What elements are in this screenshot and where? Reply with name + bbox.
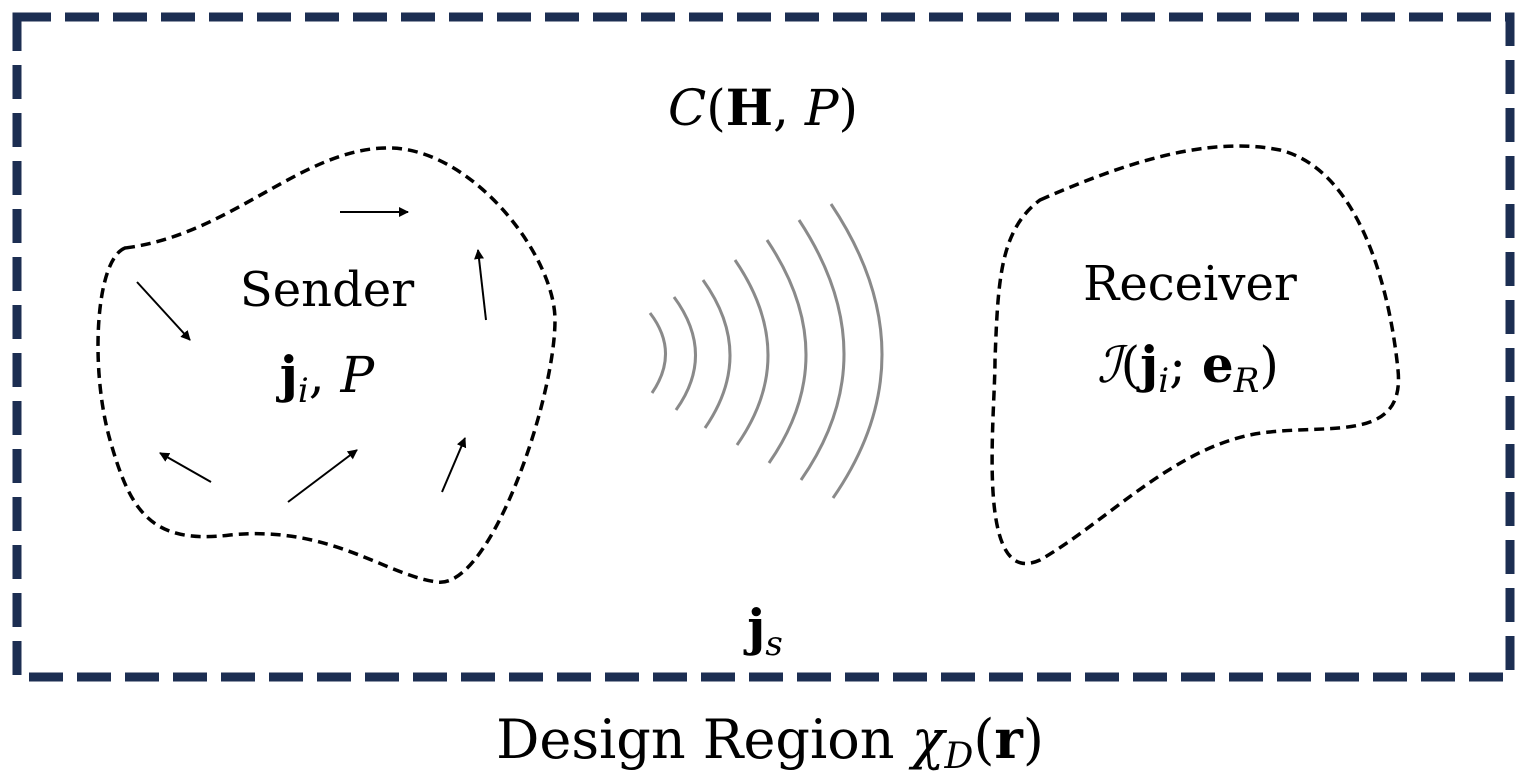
sender-variables: ji, P	[276, 345, 376, 411]
power-symbol: P	[804, 79, 840, 137]
channel-matrix-symbol: H	[726, 78, 773, 137]
arrow-icon	[474, 249, 487, 321]
radiation-waves	[648, 203, 884, 499]
position-vector-symbol: r	[994, 707, 1023, 771]
wave-icon	[829, 203, 884, 499]
sender-title: Sender	[240, 262, 414, 318]
caption-text: Design Region	[496, 708, 912, 771]
current-arrows	[136, 207, 487, 503]
capacity-symbol: C	[668, 79, 706, 137]
paren-open: (	[1121, 336, 1141, 394]
receiver-field-symbol: e	[1202, 335, 1234, 394]
source-current-symbol: j	[276, 345, 298, 404]
comma: ,	[773, 79, 805, 137]
arrow-icon	[287, 449, 358, 503]
sender-outline	[96, 146, 557, 584]
paren-close: )	[838, 79, 858, 137]
design-region-frame	[12, 12, 1515, 682]
receiver-field-subscript: R	[1233, 361, 1260, 401]
semicolon: ;	[1169, 336, 1202, 394]
arrow-icon	[136, 281, 191, 341]
arrow-icon	[441, 437, 467, 493]
wave-icon	[765, 239, 808, 464]
paren-close: )	[1023, 708, 1044, 771]
receiver-variables: ℐ(ji; eR)	[1097, 335, 1279, 401]
wave-icon	[797, 219, 846, 481]
source-current-subscript: i	[1158, 361, 1169, 401]
source-current-subscript: i	[298, 371, 309, 411]
wave-icon	[672, 296, 697, 411]
paren-open: (	[706, 79, 726, 137]
scattered-current-subscript: s	[765, 624, 782, 664]
scattered-current-symbol: j	[743, 598, 765, 657]
paren-close: )	[1259, 336, 1279, 394]
arrow-icon	[159, 452, 212, 483]
power-symbol: P	[340, 346, 376, 404]
capacity-label: C(H, P)	[668, 78, 858, 137]
receiver-outline	[990, 144, 1401, 565]
design-variable-subscript: D	[943, 736, 973, 777]
scattered-current-label: js	[743, 598, 783, 664]
design-variable-symbol: χ	[908, 708, 948, 771]
comma: ,	[309, 346, 341, 404]
wave-icon	[701, 279, 732, 429]
paren-open: (	[973, 708, 994, 771]
source-current-symbol: j	[1136, 335, 1158, 394]
caption: Design Region χD(r)	[496, 707, 1044, 777]
receiver-title: Receiver	[1083, 256, 1297, 312]
wave-icon	[648, 312, 667, 394]
wave-icon	[733, 259, 770, 446]
